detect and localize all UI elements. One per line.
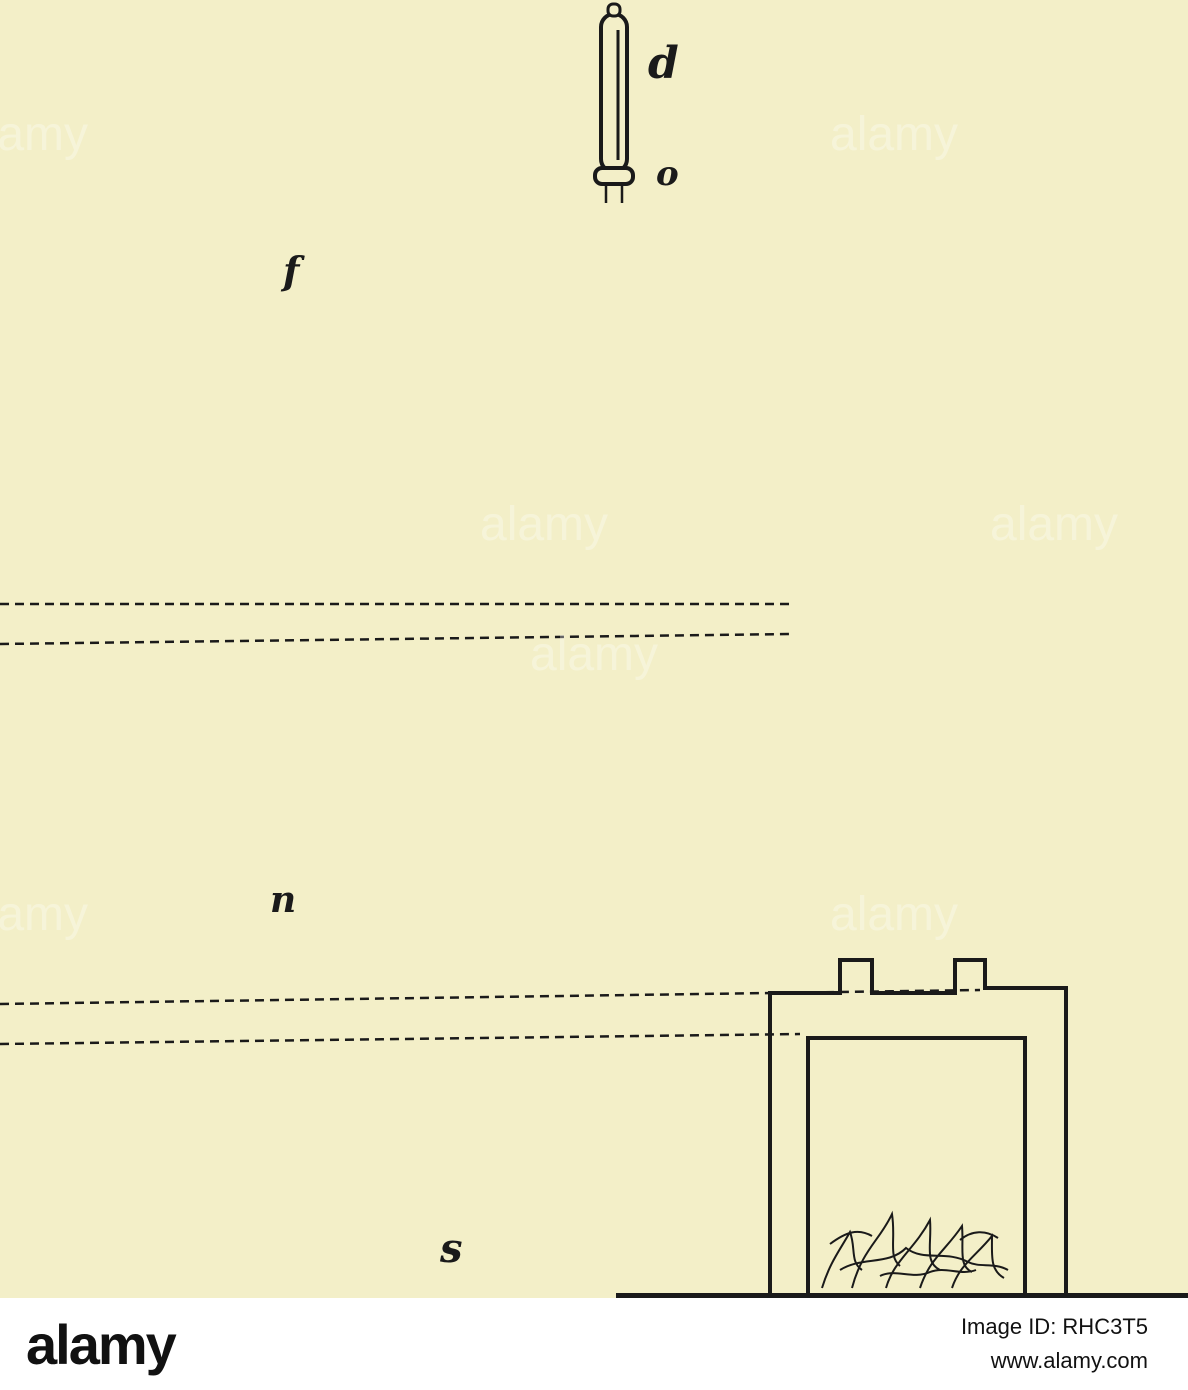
label-o: o bbox=[656, 154, 679, 194]
label-n: n bbox=[270, 879, 296, 921]
watermark-footer: alamy Image ID: RHC3T5 www.alamy.com bbox=[0, 1298, 1188, 1390]
upper-floor-line-2 bbox=[0, 632, 791, 646]
tube-collar bbox=[593, 166, 635, 186]
fire-icon bbox=[821, 1210, 1009, 1289]
site-url: www.alamy.com bbox=[990, 1348, 1148, 1373]
watermark-overlay: alamy alamy alamy alamy alamy alamy alam… bbox=[0, 108, 1118, 941]
boiler bbox=[616, 958, 1188, 1298]
label-d: d bbox=[648, 38, 679, 89]
tube-body bbox=[599, 12, 629, 174]
diagram-canvas: d o f n s alamy alamy alamy alamy alamy … bbox=[0, 2, 1188, 1298]
circulation-pipe bbox=[88, 208, 994, 1207]
watermark-text: alamy bbox=[530, 628, 658, 681]
expansion-tube bbox=[593, 2, 635, 186]
tube-cap bbox=[606, 2, 622, 18]
floor-lines bbox=[0, 602, 981, 1046]
tube-connector bbox=[604, 186, 624, 203]
brand-logo: alamy bbox=[26, 1313, 177, 1376]
hot-water-circulation-diagram: d o f n s alamy alamy alamy alamy alamy … bbox=[0, 0, 1188, 1298]
boiler-outer-casing bbox=[768, 958, 1068, 1296]
watermark-text: alamy bbox=[830, 888, 958, 941]
watermark-text: alamy bbox=[830, 108, 958, 161]
watermark-text: alamy bbox=[0, 888, 88, 941]
watermark-text: alamy bbox=[990, 498, 1118, 551]
watermark-text: alamy bbox=[480, 498, 608, 551]
lower-floor-line-2 bbox=[0, 1032, 801, 1046]
image-id-label: Image ID: RHC3T5 bbox=[960, 1314, 1148, 1339]
boiler-inner-chamber bbox=[806, 1036, 1027, 1296]
label-f: f bbox=[280, 248, 305, 293]
label-s: s bbox=[439, 1225, 463, 1272]
watermark-text: alamy bbox=[0, 108, 88, 161]
